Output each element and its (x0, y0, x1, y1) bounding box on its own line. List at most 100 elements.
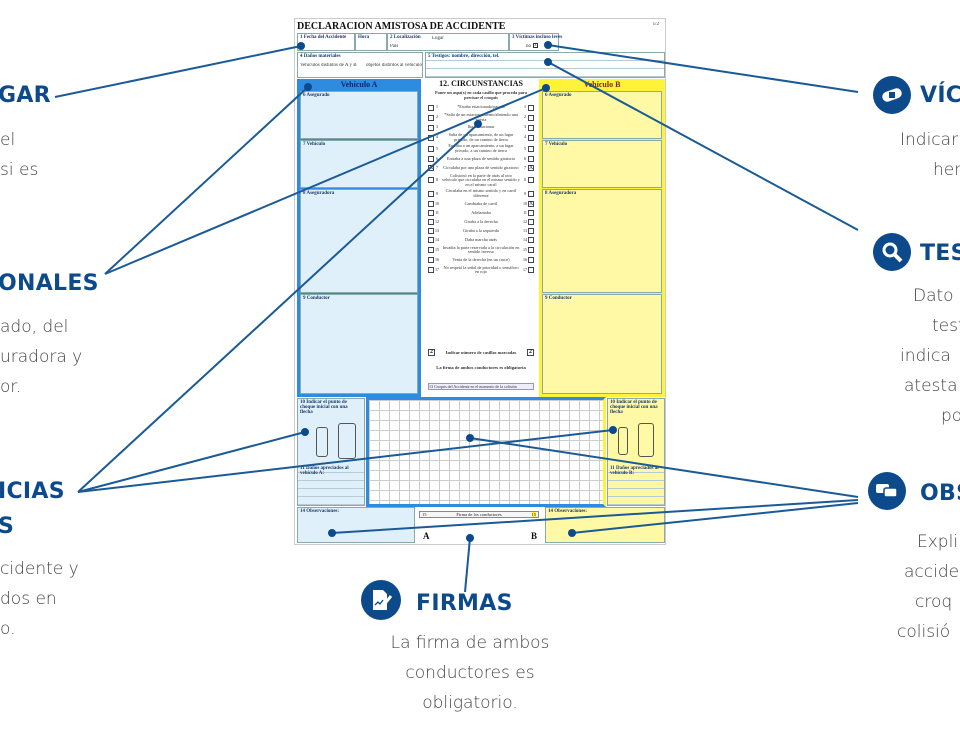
vehicle-b-section[interactable]: 7 Vehículo (542, 140, 662, 188)
signature-b-mark: B (531, 531, 538, 541)
observations-b-label: 14 Observaciones: (546, 508, 664, 515)
circumstances-title: 12. CIRCUNSTANCIAS (439, 79, 523, 88)
checkbox-a[interactable] (428, 145, 434, 152)
item-number: 2 (436, 114, 438, 120)
text-line: La firma de ambos (390, 633, 550, 653)
checkbox-a[interactable] (428, 190, 434, 197)
checkbox-a[interactable] (428, 104, 434, 111)
impact-a-section[interactable]: 10 Indicar el punto de choque inicial co… (297, 398, 365, 506)
checkbox-b[interactable] (528, 257, 534, 264)
checkbox-a[interactable] (428, 219, 434, 226)
item-number-b: 16 (523, 256, 527, 262)
connector-circunstancias-list (77, 123, 479, 493)
marker-dot (609, 426, 617, 434)
checkbox-a[interactable] (428, 124, 434, 131)
checkbox-a[interactable] (428, 177, 434, 184)
truck-a-icon[interactable] (338, 423, 356, 459)
car-b-icon[interactable] (618, 427, 628, 455)
checkbox-b[interactable] (528, 104, 534, 111)
checkbox-a[interactable] (428, 210, 434, 217)
observations-a-field[interactable]: 14 Observaciones: (297, 507, 415, 543)
item-number: 1 (436, 104, 438, 110)
checkbox-a[interactable] (428, 201, 434, 208)
checkbox-a[interactable] (428, 156, 434, 163)
item-text: Colisionó en la parte de atrás al otro v… (442, 172, 520, 187)
time-field[interactable]: Hora (355, 33, 387, 51)
insured-b-section[interactable]: 6 Asegurado (542, 91, 662, 139)
car-a-icon[interactable] (316, 427, 328, 457)
item-number: 13 (435, 227, 439, 233)
driver-b-section[interactable]: 9 Conductor (542, 294, 662, 394)
connector-adicionales-b (104, 87, 547, 275)
item-number: 10 (435, 200, 439, 206)
checkbox-b[interactable] (528, 114, 534, 121)
item-number-b: 13 (523, 227, 527, 233)
search-icon (873, 233, 911, 271)
checkbox-b[interactable] (528, 124, 534, 131)
checkbox-a[interactable] (428, 114, 434, 121)
form-title: DECLARACIÓN AMISTOSA DE ACCIDENTE (297, 21, 506, 32)
checkbox-a[interactable] (428, 267, 434, 274)
insurer-a-section[interactable]: 8 Aseguradora (300, 189, 418, 293)
checkbox-a[interactable] (428, 257, 434, 264)
callout-circunstancias-title-2: S (0, 514, 15, 539)
checkbox-a[interactable] (428, 228, 434, 235)
item-number-b: 10 (523, 200, 527, 206)
checkbox-b[interactable]: X (528, 165, 534, 172)
checkbox-b[interactable] (528, 228, 534, 235)
victims-no-checkbox[interactable]: x (533, 43, 538, 48)
checkbox-b[interactable] (528, 237, 534, 244)
text-line: her (933, 160, 960, 180)
item-number: 4 (436, 134, 438, 140)
insurer-b-section[interactable]: 8 Aseguradora (542, 189, 662, 293)
checkbox-b[interactable] (528, 219, 534, 226)
checkbox-b[interactable] (528, 156, 534, 163)
vehicle-a-section[interactable]: 7 Vehículo (300, 140, 418, 188)
item-number: 17 (435, 267, 439, 273)
item-number-b: 4 (524, 134, 526, 140)
checkbox-b[interactable] (528, 210, 534, 217)
item-number-b: 15 (523, 246, 527, 252)
impact-b-section[interactable]: 10 Indicar el punto de choque inicial co… (607, 398, 665, 506)
marker-dot (474, 120, 482, 128)
text-line: Dato (913, 286, 954, 306)
date-field[interactable]: 1 Fecha del Accidente (297, 33, 355, 51)
checkbox-b[interactable] (528, 145, 534, 152)
checkbox-b[interactable]: X (528, 201, 534, 208)
insured-b-label: 6 Asegurado (543, 92, 661, 99)
callout-observaciones-title: OBS (920, 481, 960, 506)
item-number-b: 7 (524, 164, 526, 170)
vehicle-a-title: Vehículo A (340, 80, 378, 89)
count-b[interactable]: 2 (527, 349, 534, 356)
text-line: test (932, 316, 960, 336)
insured-a-section[interactable]: 6 Asegurado (300, 91, 418, 139)
count-a[interactable]: 2 (428, 349, 435, 356)
place-label: Lugar (432, 36, 444, 41)
checkbox-b[interactable] (528, 247, 534, 254)
checkbox-b[interactable] (528, 190, 534, 197)
truck-b-icon[interactable] (638, 423, 654, 457)
item-text: Salía de un aparcamiento, de un lugar pr… (448, 132, 514, 142)
item-text: Entraba a un aparcamiento, a un lugar pr… (448, 143, 514, 153)
connector-observaciones-croquis (469, 437, 859, 498)
item-number: 5 (436, 145, 438, 151)
insurer-a-label: 8 Aseguradora (301, 190, 417, 197)
checkbox-a[interactable] (428, 247, 434, 254)
callout-firmas-text: La firma de ambos conductores es obligat… (370, 628, 570, 718)
driver-a-section[interactable]: 9 Conductor (300, 294, 418, 394)
checkbox-b[interactable] (528, 134, 534, 141)
item-number-b: 1 (524, 104, 526, 110)
checkbox-b[interactable] (528, 177, 534, 184)
checkbox-a[interactable] (428, 237, 434, 244)
item-number: 3 (436, 124, 438, 130)
checkbox-b[interactable] (528, 267, 534, 274)
